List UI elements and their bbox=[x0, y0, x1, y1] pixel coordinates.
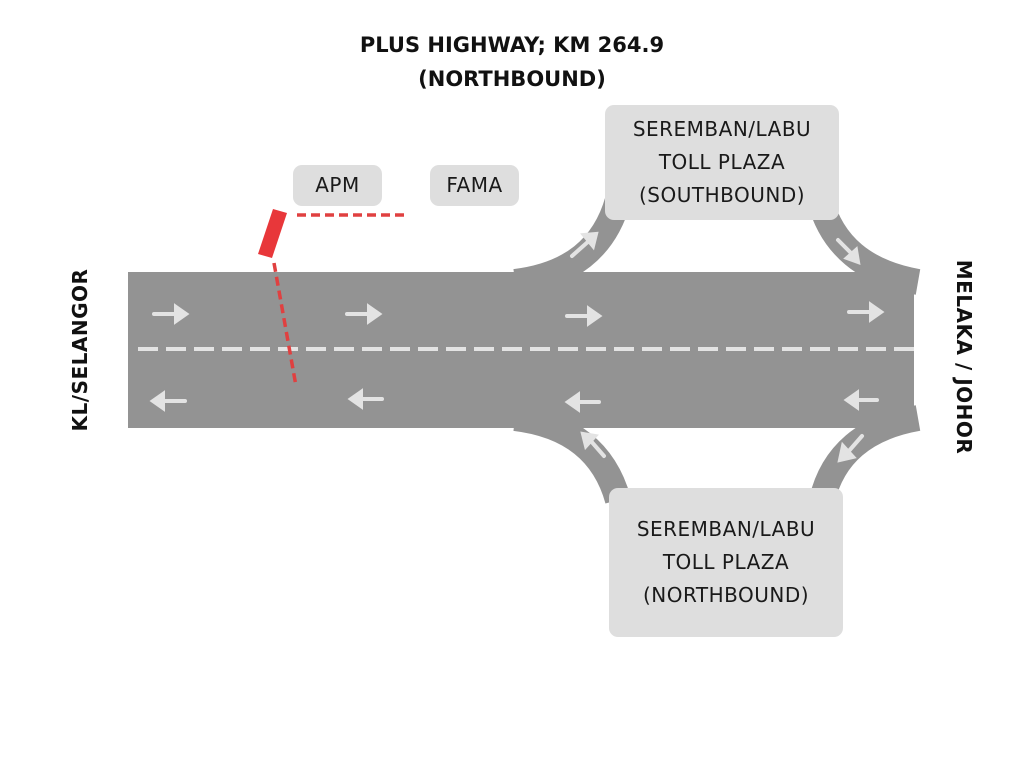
east-direction-label: MELAKA / JOHOR bbox=[952, 259, 976, 455]
ramp-arrow-icon bbox=[570, 231, 599, 258]
fama-text: FAMA bbox=[446, 173, 503, 197]
west-direction-label: KL/SELANGOR bbox=[68, 268, 92, 432]
accident-skid-line bbox=[272, 262, 298, 387]
apm-label: APM bbox=[293, 165, 382, 206]
arrow-right-icon bbox=[152, 303, 190, 325]
arrow-left-icon bbox=[564, 391, 601, 413]
ramp-arrow-icon bbox=[837, 434, 864, 463]
fama-label: FAMA bbox=[430, 165, 519, 206]
toll-south-line1: SEREMBAN/LABU bbox=[632, 117, 812, 141]
toll-north-line1: SEREMBAN/LABU bbox=[636, 517, 816, 541]
ramp-bottom-left bbox=[513, 405, 631, 504]
accident-vehicle-icon bbox=[258, 209, 287, 258]
ramp-arrow-icon bbox=[836, 238, 861, 266]
ramp-top-left bbox=[513, 196, 631, 295]
toll-north-line2: TOLL PLAZA bbox=[662, 550, 790, 574]
ramp-arrow-icon bbox=[580, 431, 606, 458]
toll-north-line3: (NORTHBOUND) bbox=[642, 583, 810, 607]
toll-plaza-northbound: SEREMBAN/LABU TOLL PLAZA (NORTHBOUND) bbox=[609, 488, 843, 637]
apm-text: APM bbox=[315, 173, 360, 197]
arrow-right-icon bbox=[565, 305, 603, 327]
toll-south-line3: (SOUTHBOUND) bbox=[638, 183, 806, 207]
diagram-subtitle: (NORTHBOUND) bbox=[418, 67, 606, 91]
arrow-left-icon bbox=[843, 389, 879, 411]
arrow-right-icon bbox=[847, 301, 885, 323]
arrow-left-icon bbox=[149, 390, 187, 412]
arrow-left-icon bbox=[347, 388, 384, 410]
toll-plaza-southbound: SEREMBAN/LABU TOLL PLAZA (SOUTHBOUND) bbox=[605, 105, 839, 220]
arrow-right-icon bbox=[345, 303, 383, 325]
diagram-title: PLUS HIGHWAY; KM 264.9 bbox=[359, 33, 665, 57]
toll-south-line2: TOLL PLAZA bbox=[658, 150, 786, 174]
